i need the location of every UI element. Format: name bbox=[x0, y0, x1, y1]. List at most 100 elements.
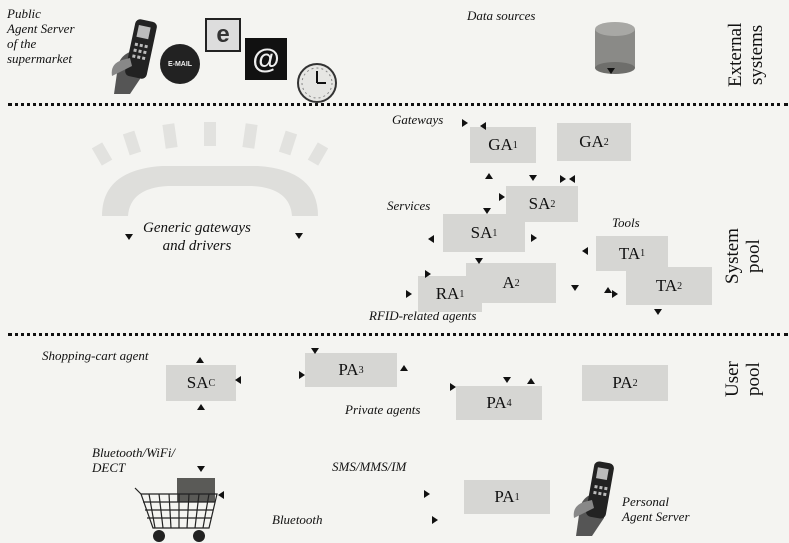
arrow-marker bbox=[607, 68, 615, 74]
separator-system-user bbox=[8, 333, 788, 336]
arrow-marker bbox=[295, 233, 303, 239]
agent-box-sa2-sub: 2 bbox=[550, 198, 556, 210]
arrow-marker bbox=[612, 290, 618, 298]
generic-gateways-label: Generic gateways and drivers bbox=[143, 220, 251, 254]
arrow-marker bbox=[428, 235, 434, 243]
agent-box-ga1-sub: 1 bbox=[512, 139, 518, 151]
shopping-cart-agent-label: Shopping-cart agent bbox=[42, 348, 149, 363]
agent-box-ga2-sub: 2 bbox=[603, 136, 609, 148]
agent-box-ra1-text: RA bbox=[435, 284, 460, 303]
personal-phone-icon bbox=[573, 461, 614, 536]
agent-box-pa4-text: PA bbox=[486, 393, 507, 412]
arrow-marker bbox=[235, 376, 241, 384]
arrow-marker bbox=[475, 258, 483, 264]
agent-box-ta2-text: TA bbox=[655, 276, 678, 295]
arrow-marker bbox=[425, 270, 431, 278]
arrow-marker bbox=[531, 234, 537, 242]
arrow-marker bbox=[424, 490, 430, 498]
agent-box-ta1-sub: 1 bbox=[640, 248, 646, 259]
email-icon: E-MAIL bbox=[160, 44, 200, 84]
arrow-marker bbox=[450, 383, 456, 391]
agent-box-pa1-text: PA bbox=[494, 487, 515, 506]
agent-box-ra2-text: A bbox=[502, 273, 515, 292]
arrow-marker bbox=[527, 378, 535, 384]
private-agents-label: Private agents bbox=[345, 402, 421, 417]
gateway-arch-graphic bbox=[92, 122, 328, 216]
bluetooth-wifi-dect-label: Bluetooth/WiFi/ DECT bbox=[92, 445, 176, 475]
arrow-marker bbox=[571, 285, 579, 291]
public-agent-server-label: Public Agent Server of the supermarket bbox=[7, 6, 75, 66]
arrow-marker bbox=[480, 122, 486, 130]
agent-box-sac-sub: C bbox=[208, 377, 216, 389]
arrow-marker bbox=[503, 377, 511, 383]
tools-label: Tools bbox=[612, 215, 640, 230]
agent-box-ra2-sub: 2 bbox=[514, 277, 520, 289]
arrow-marker bbox=[560, 175, 566, 183]
data-sources-label: Data sources bbox=[467, 8, 536, 23]
gateways-label: Gateways bbox=[392, 112, 444, 127]
email-icon-label: E-MAIL bbox=[167, 60, 193, 68]
arrow-marker bbox=[311, 348, 319, 354]
agent-box-ga1-text: GA bbox=[488, 135, 513, 154]
arrow-marker bbox=[654, 309, 662, 315]
arrow-marker bbox=[485, 173, 493, 179]
agent-box-pa2-text: PA bbox=[612, 373, 633, 392]
agent-box-pa1-sub: 1 bbox=[514, 491, 520, 503]
database-icon bbox=[595, 22, 635, 74]
arrow-marker bbox=[432, 516, 438, 524]
arrow-marker bbox=[125, 234, 133, 240]
sms-mms-im-label: SMS/MMS/IM bbox=[332, 459, 407, 474]
services-label: Services bbox=[387, 198, 431, 213]
agent-box-pa3-sub: 3 bbox=[358, 364, 364, 376]
browser-e-icon: e bbox=[205, 18, 241, 52]
agent-box-sac-text: SA bbox=[186, 373, 209, 392]
arrow-marker bbox=[483, 208, 491, 214]
browser-e-label: e bbox=[216, 21, 230, 48]
arrow-marker bbox=[197, 404, 205, 410]
arrow-marker bbox=[569, 175, 575, 183]
mobile-phone-icon bbox=[111, 19, 157, 94]
agent-box-ra1-sub: 1 bbox=[459, 288, 465, 300]
at-sign-icon: @ bbox=[245, 38, 287, 80]
shopping-cart-icon bbox=[134, 478, 218, 542]
agent-box-pa3-text: PA bbox=[338, 360, 359, 379]
agent-box-ga2-text: GA bbox=[579, 132, 604, 151]
arrow-marker bbox=[218, 491, 224, 499]
agent-box-sa2-text: SA bbox=[528, 194, 551, 213]
arrow-marker bbox=[499, 193, 505, 201]
agent-box-pa2-sub: 2 bbox=[632, 377, 638, 389]
arrow-marker bbox=[406, 290, 412, 298]
at-sign-label: @ bbox=[252, 43, 280, 74]
bluetooth-label: Bluetooth bbox=[272, 512, 323, 527]
agent-box-sa1-text: SA bbox=[470, 223, 493, 242]
personal-agent-server-label: Personal Agent Server bbox=[622, 494, 690, 524]
arrow-marker bbox=[462, 119, 468, 127]
agent-box-ta2-sub: 2 bbox=[677, 280, 683, 292]
arrow-marker bbox=[529, 175, 537, 181]
arrow-marker bbox=[582, 247, 588, 255]
zone-label-user: User pool bbox=[722, 361, 764, 397]
arrow-marker bbox=[299, 371, 305, 379]
arrow-marker bbox=[197, 466, 205, 472]
zone-label-external: External systems bbox=[725, 22, 767, 88]
zone-label-system: System pool bbox=[722, 228, 764, 284]
arrow-marker bbox=[604, 287, 612, 293]
arrow-marker bbox=[400, 365, 408, 371]
agent-box-sa1-sub: 1 bbox=[492, 227, 498, 239]
agent-box-pa4-sub: 4 bbox=[506, 397, 512, 409]
agent-box-ta1-text: TA bbox=[618, 243, 641, 263]
separator-external-system bbox=[8, 103, 788, 106]
clock-icon bbox=[297, 63, 337, 103]
arrow-marker bbox=[196, 357, 204, 363]
